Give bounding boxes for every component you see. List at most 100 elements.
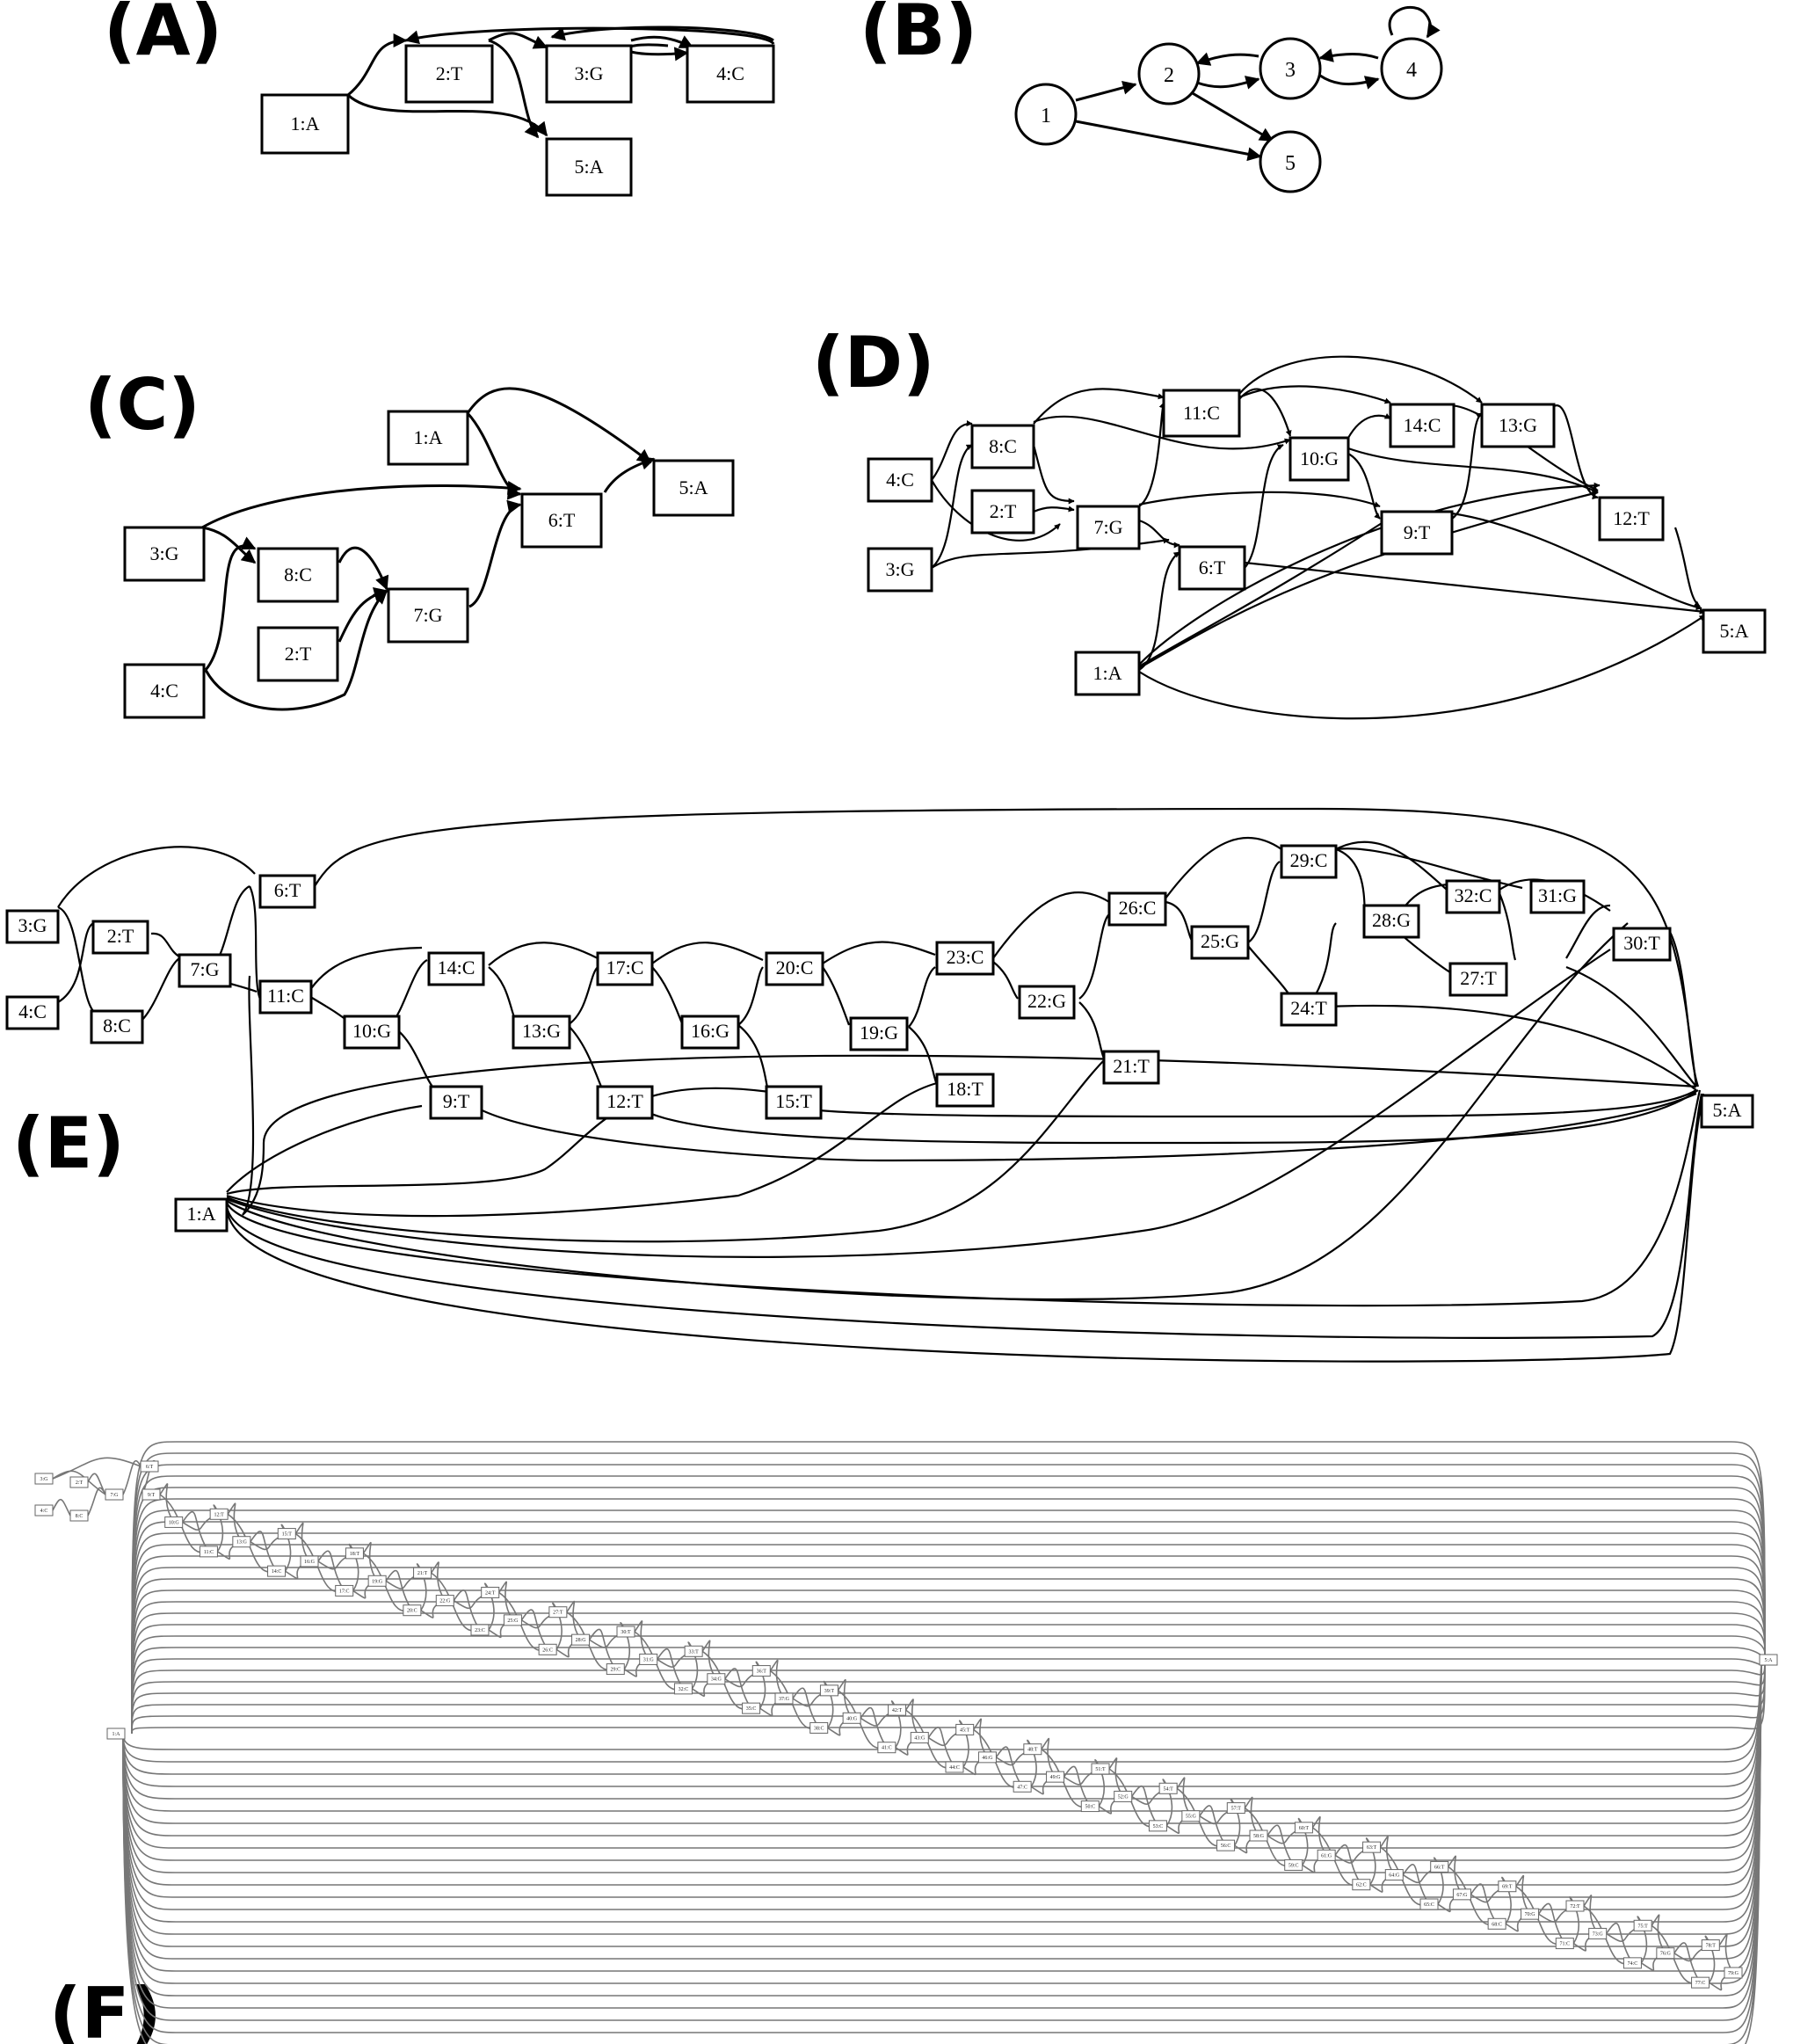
- node-e-13: 13:G: [512, 1015, 571, 1050]
- edge-f-wrap: [131, 1567, 1766, 1735]
- node-f: 8:C: [69, 1509, 89, 1522]
- node-f: 69:T: [1498, 1880, 1517, 1893]
- edge-f-start: [122, 1459, 142, 1495]
- edge-f-chain: [1606, 1922, 1634, 1964]
- node-label: 30:T: [1623, 932, 1660, 954]
- node-label: 3:G: [40, 1477, 49, 1482]
- panel-b-graph: 1 2 3 4 5: [1014, 5, 1443, 193]
- edge-e: [226, 1104, 423, 1193]
- panel-a-graph: 1:A 2:T 3:G 4:C 5:A: [260, 25, 775, 197]
- edge-f-chain: [860, 1706, 888, 1749]
- node-label: 11:C: [267, 985, 304, 1007]
- node-label: 68:C: [1492, 1922, 1502, 1927]
- node-label: 22:G: [1027, 990, 1066, 1012]
- node-label: 12:T: [1613, 507, 1650, 529]
- edge-d: [931, 420, 973, 481]
- edge-d: [1138, 551, 1180, 671]
- node-label: 46:G: [982, 1756, 993, 1761]
- edge-f-chain: [837, 1678, 853, 1719]
- node-f: 55:G: [1181, 1810, 1201, 1822]
- edge-f-chain: [385, 1569, 413, 1611]
- node-a-4: 4:C: [686, 44, 775, 104]
- node-label: 10:G: [169, 1520, 180, 1525]
- edge-e: [1669, 931, 1700, 1087]
- panel-b-edges: [1075, 5, 1441, 162]
- node-e-20: 20:C: [765, 951, 824, 986]
- node-f: 26:C: [538, 1643, 557, 1655]
- edge-f-chain: [1131, 1785, 1159, 1827]
- edge-e: [908, 966, 936, 1028]
- edge-f-chain: [1448, 1855, 1463, 1895]
- node-f: 12:T: [209, 1508, 229, 1520]
- node-label: 5:A: [1720, 620, 1749, 642]
- edge-e: [226, 1089, 1702, 1307]
- edge-d: [1347, 453, 1381, 520]
- edge-f-chain: [1583, 1895, 1599, 1934]
- edge-f-chain: [1718, 1933, 1734, 1974]
- node-label: 56:C: [1221, 1844, 1231, 1849]
- edge-e: [1078, 913, 1110, 1000]
- edge-a-1-2: [347, 33, 408, 97]
- edge-d: [1033, 415, 1291, 450]
- node-f: 61:G: [1317, 1849, 1336, 1861]
- edge-e: [1247, 861, 1281, 943]
- edge-f-chain: [1244, 1796, 1259, 1837]
- node-label: 75:T: [1637, 1924, 1648, 1929]
- node-label: 14:C: [1404, 414, 1441, 436]
- edge-e: [226, 949, 1611, 1258]
- node-label: 65:C: [1424, 1902, 1434, 1908]
- edge-f-wrap-lower: [122, 1662, 1762, 1775]
- node-f: 60:T: [1294, 1822, 1313, 1834]
- node-label: 5: [1285, 152, 1296, 175]
- node-label: 6:T: [274, 879, 301, 901]
- edge-f-wrap: [131, 1475, 1766, 1735]
- edge-f-wrap: [131, 1509, 1766, 1735]
- node-e-5: 5:A: [1700, 1094, 1754, 1129]
- node-label: 8:C: [76, 1514, 83, 1519]
- edge-d: [1553, 404, 1599, 500]
- node-f: 59:C: [1284, 1859, 1303, 1871]
- node-f: 7:G: [105, 1488, 124, 1501]
- node-e-11: 11:C: [258, 979, 313, 1015]
- node-f: 13:G: [232, 1536, 251, 1548]
- node-e-16: 16:G: [680, 1015, 740, 1050]
- node-label: 60:T: [1299, 1826, 1310, 1831]
- node-f: 3:G: [34, 1473, 54, 1485]
- node-label: 41:C: [882, 1746, 892, 1751]
- node-label: 5:A: [679, 476, 708, 498]
- node-label: 3: [1285, 59, 1296, 82]
- node-f: 11:C: [199, 1546, 218, 1558]
- edge-e: [808, 1089, 1697, 1118]
- node-c-5: 5:A: [652, 459, 735, 517]
- edge-e: [150, 932, 180, 957]
- edge-e: [242, 975, 255, 1216]
- panel-label-c: (C): [84, 364, 200, 446]
- edge-f-wrap: [131, 1532, 1766, 1735]
- node-c-6: 6:T: [520, 492, 603, 549]
- node-label: 35:C: [746, 1706, 757, 1712]
- node-d-12: 12:T: [1598, 496, 1665, 542]
- edge-e: [226, 1087, 771, 1196]
- node-label: 72:T: [1570, 1904, 1580, 1909]
- node-label: 7:G: [1094, 516, 1123, 538]
- edge-d: [1138, 491, 1599, 669]
- node-f: 73:G: [1588, 1927, 1608, 1939]
- node-label: 28:G: [576, 1638, 587, 1643]
- node-label: 26:C: [1119, 897, 1157, 919]
- node-f: 46:G: [977, 1751, 997, 1764]
- node-label: 79:G: [1728, 1971, 1739, 1976]
- node-label: 30:T: [621, 1630, 631, 1635]
- node-label: 18:T: [947, 1078, 984, 1100]
- node-label: 1:A: [113, 1732, 121, 1737]
- edge-f-chain: [995, 1746, 1023, 1787]
- node-label: 2:T: [107, 925, 134, 947]
- panel-f-edges: [52, 1441, 1766, 2044]
- edge-e: [1335, 840, 1448, 891]
- edge-f-chain: [430, 1561, 446, 1602]
- node-d-9: 9:T: [1380, 510, 1454, 556]
- node-c-8: 8:C: [257, 547, 339, 603]
- node-f: 65:C: [1419, 1898, 1439, 1910]
- edge-f-wrap-lower: [122, 1662, 1762, 1947]
- node-d-4: 4:C: [867, 457, 933, 503]
- node-d-3: 3:G: [867, 547, 933, 593]
